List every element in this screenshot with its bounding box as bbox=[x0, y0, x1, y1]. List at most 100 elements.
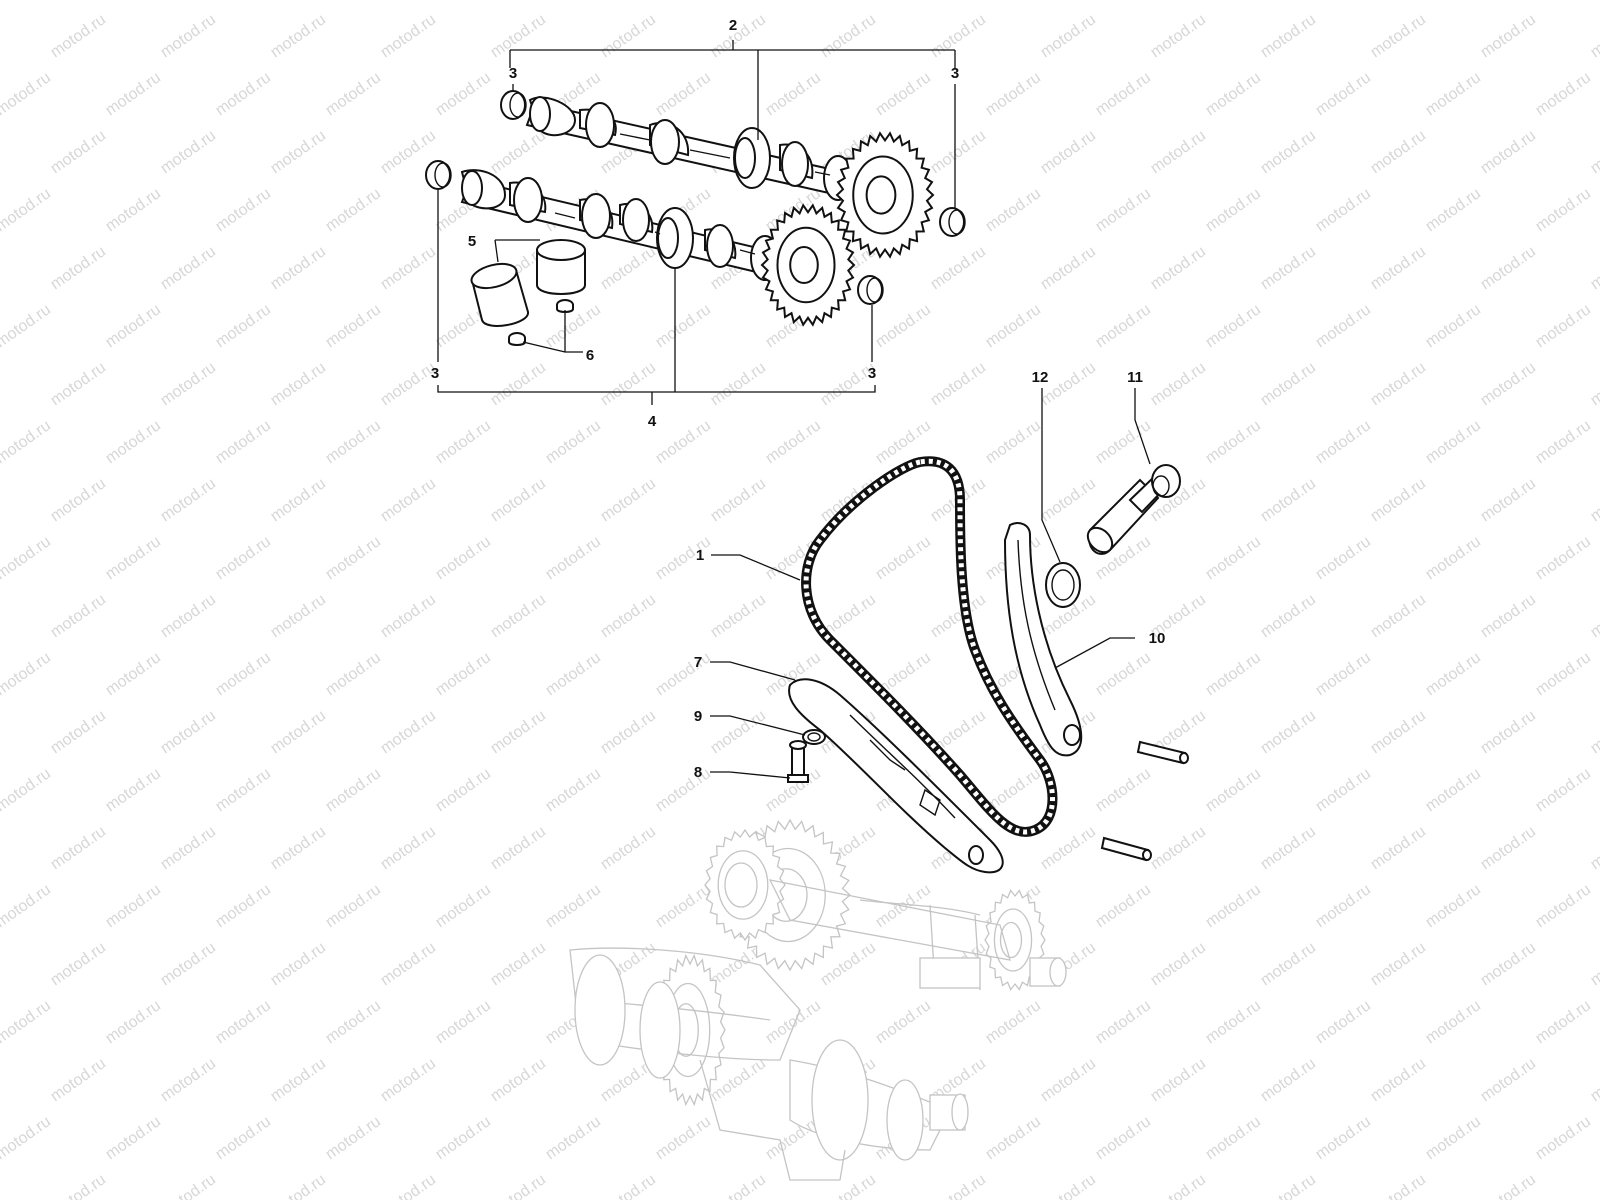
watermark-text: motod.ru bbox=[1203, 997, 1264, 1047]
watermark-text: motod.ru bbox=[763, 0, 824, 3]
watermark-text: motod.ru bbox=[158, 475, 219, 525]
watermark-text: motod.ru bbox=[158, 707, 219, 757]
watermark-text: motod.ru bbox=[1478, 707, 1539, 757]
watermark-text: motod.ru bbox=[213, 417, 274, 467]
watermark-text: motod.ru bbox=[103, 1113, 164, 1163]
watermark-text: motod.ru bbox=[0, 69, 54, 119]
sprocket-hub bbox=[865, 175, 897, 215]
watermark-text: motod.ru bbox=[323, 1113, 384, 1163]
shim-upper bbox=[556, 299, 574, 313]
watermark-text: motod.ru bbox=[1258, 1171, 1319, 1200]
watermark-text: motod.ru bbox=[48, 707, 109, 757]
watermark-text: motod.ru bbox=[0, 301, 54, 351]
watermark-text: motod.ru bbox=[1368, 707, 1429, 757]
watermark-text: motod.ru bbox=[653, 69, 714, 119]
watermark-text: motod.ru bbox=[1588, 243, 1600, 293]
watermark-text: motod.ru bbox=[268, 359, 329, 409]
watermark-text: motod.ru bbox=[598, 707, 659, 757]
watermark-text: motod.ru bbox=[653, 417, 714, 467]
watermark-text: motod.ru bbox=[983, 69, 1044, 119]
watermark-text: motod.ru bbox=[983, 301, 1044, 351]
tensioner-guide bbox=[1003, 522, 1083, 757]
watermark-text: motod.ru bbox=[1148, 939, 1209, 989]
watermark-text: motod.ru bbox=[158, 1171, 219, 1200]
cam-sprocket-upper bbox=[835, 131, 935, 259]
watermark-text: motod.ru bbox=[323, 185, 384, 235]
watermark-text: motod.ru bbox=[983, 0, 1044, 3]
watermark-text: motod.ru bbox=[708, 359, 769, 409]
watermark-text: motod.ru bbox=[1478, 11, 1539, 61]
watermark-text: motod.ru bbox=[433, 649, 494, 699]
leader-lines bbox=[437, 40, 1151, 779]
watermark-text: motod.ru bbox=[0, 417, 54, 467]
watermark-text: motod.ru bbox=[378, 11, 439, 61]
timing-chain bbox=[801, 456, 1058, 837]
watermark-text: motod.ru bbox=[0, 765, 54, 815]
watermark-text: motod.ru bbox=[653, 0, 714, 3]
watermark-text: motod.ru bbox=[158, 823, 219, 873]
watermark-text: motod.ru bbox=[1423, 69, 1484, 119]
watermark-text: motod.ru bbox=[873, 997, 934, 1047]
watermark-text: motod.ru bbox=[543, 765, 604, 815]
callout-1: 1 bbox=[696, 547, 704, 564]
watermark-text: motod.ru bbox=[1588, 591, 1600, 641]
sprocket-hub bbox=[999, 921, 1023, 959]
watermark-text: motod.ru bbox=[1533, 69, 1594, 119]
watermark-text: motod.ru bbox=[1093, 417, 1154, 467]
watermark-text: motod.ru bbox=[543, 1113, 604, 1163]
watermark-text: motod.ru bbox=[488, 707, 549, 757]
watermark-text: motod.ru bbox=[708, 1171, 769, 1200]
watermark-text: motod.ru bbox=[928, 591, 989, 641]
watermark-text: motod.ru bbox=[1478, 939, 1539, 989]
watermark-text: motod.ru bbox=[103, 997, 164, 1047]
watermark-text: motod.ru bbox=[1148, 1171, 1209, 1200]
watermark-text: motod.ru bbox=[598, 11, 659, 61]
watermark-text: motod.ru bbox=[928, 11, 989, 61]
watermark-text: motod.ru bbox=[1478, 243, 1539, 293]
bearing-ring-top-left bbox=[500, 90, 527, 120]
watermark-text: motod.ru bbox=[1313, 997, 1374, 1047]
watermark-text: motod.ru bbox=[433, 417, 494, 467]
watermark-text: motod.ru bbox=[1313, 69, 1374, 119]
watermark-text: motod.ru bbox=[103, 533, 164, 583]
guide-bolt bbox=[787, 740, 809, 783]
watermark-text: motod.ru bbox=[48, 1055, 109, 1105]
callout-5: 5 bbox=[468, 233, 476, 250]
watermark-text: motod.ru bbox=[1093, 1113, 1154, 1163]
watermark-text: motod.ru bbox=[1423, 301, 1484, 351]
watermark-text: motod.ru bbox=[433, 1113, 494, 1163]
camshaft-upper bbox=[525, 96, 935, 259]
callout-4: 4 bbox=[648, 413, 657, 430]
watermark-text: motod.ru bbox=[213, 997, 274, 1047]
cam-sprocket-lower bbox=[760, 203, 856, 327]
bearing-ring-top-right bbox=[939, 207, 966, 237]
watermark-text: motod.ru bbox=[1093, 185, 1154, 235]
watermark-text: motod.ru bbox=[1203, 417, 1264, 467]
sprocket-hub bbox=[789, 246, 819, 284]
watermark-text: motod.ru bbox=[1038, 243, 1099, 293]
watermark-text: motod.ru bbox=[488, 1171, 549, 1200]
watermark-text: motod.ru bbox=[543, 417, 604, 467]
watermark-text: motod.ru bbox=[818, 11, 879, 61]
watermark-text: motod.ru bbox=[378, 1171, 439, 1200]
watermark-text: motod.ru bbox=[158, 11, 219, 61]
watermark-text: motod.ru bbox=[708, 591, 769, 641]
watermark-text: motod.ru bbox=[433, 881, 494, 931]
watermark-text: motod.ru bbox=[1258, 823, 1319, 873]
watermark-text: motod.ru bbox=[1423, 185, 1484, 235]
camshaft-lower bbox=[460, 169, 856, 327]
watermark-text: motod.ru bbox=[708, 11, 769, 61]
watermark-text: motod.ru bbox=[1588, 475, 1600, 525]
watermark-text: motod.ru bbox=[48, 11, 109, 61]
watermark-text: motod.ru bbox=[1423, 533, 1484, 583]
watermark-text: motod.ru bbox=[0, 1113, 54, 1163]
guide-washer bbox=[802, 729, 826, 745]
watermark-text: motod.ru bbox=[1368, 243, 1429, 293]
watermark-text: motod.ru bbox=[378, 823, 439, 873]
chain-guide-fixed bbox=[788, 678, 1004, 874]
watermark-text: motod.ru bbox=[1368, 1171, 1429, 1200]
watermark-text: motod.ru bbox=[1203, 0, 1264, 3]
tappet-lower bbox=[470, 262, 529, 327]
watermark-text: motod.ru bbox=[378, 1055, 439, 1105]
watermark-text: motod.ru bbox=[928, 359, 989, 409]
